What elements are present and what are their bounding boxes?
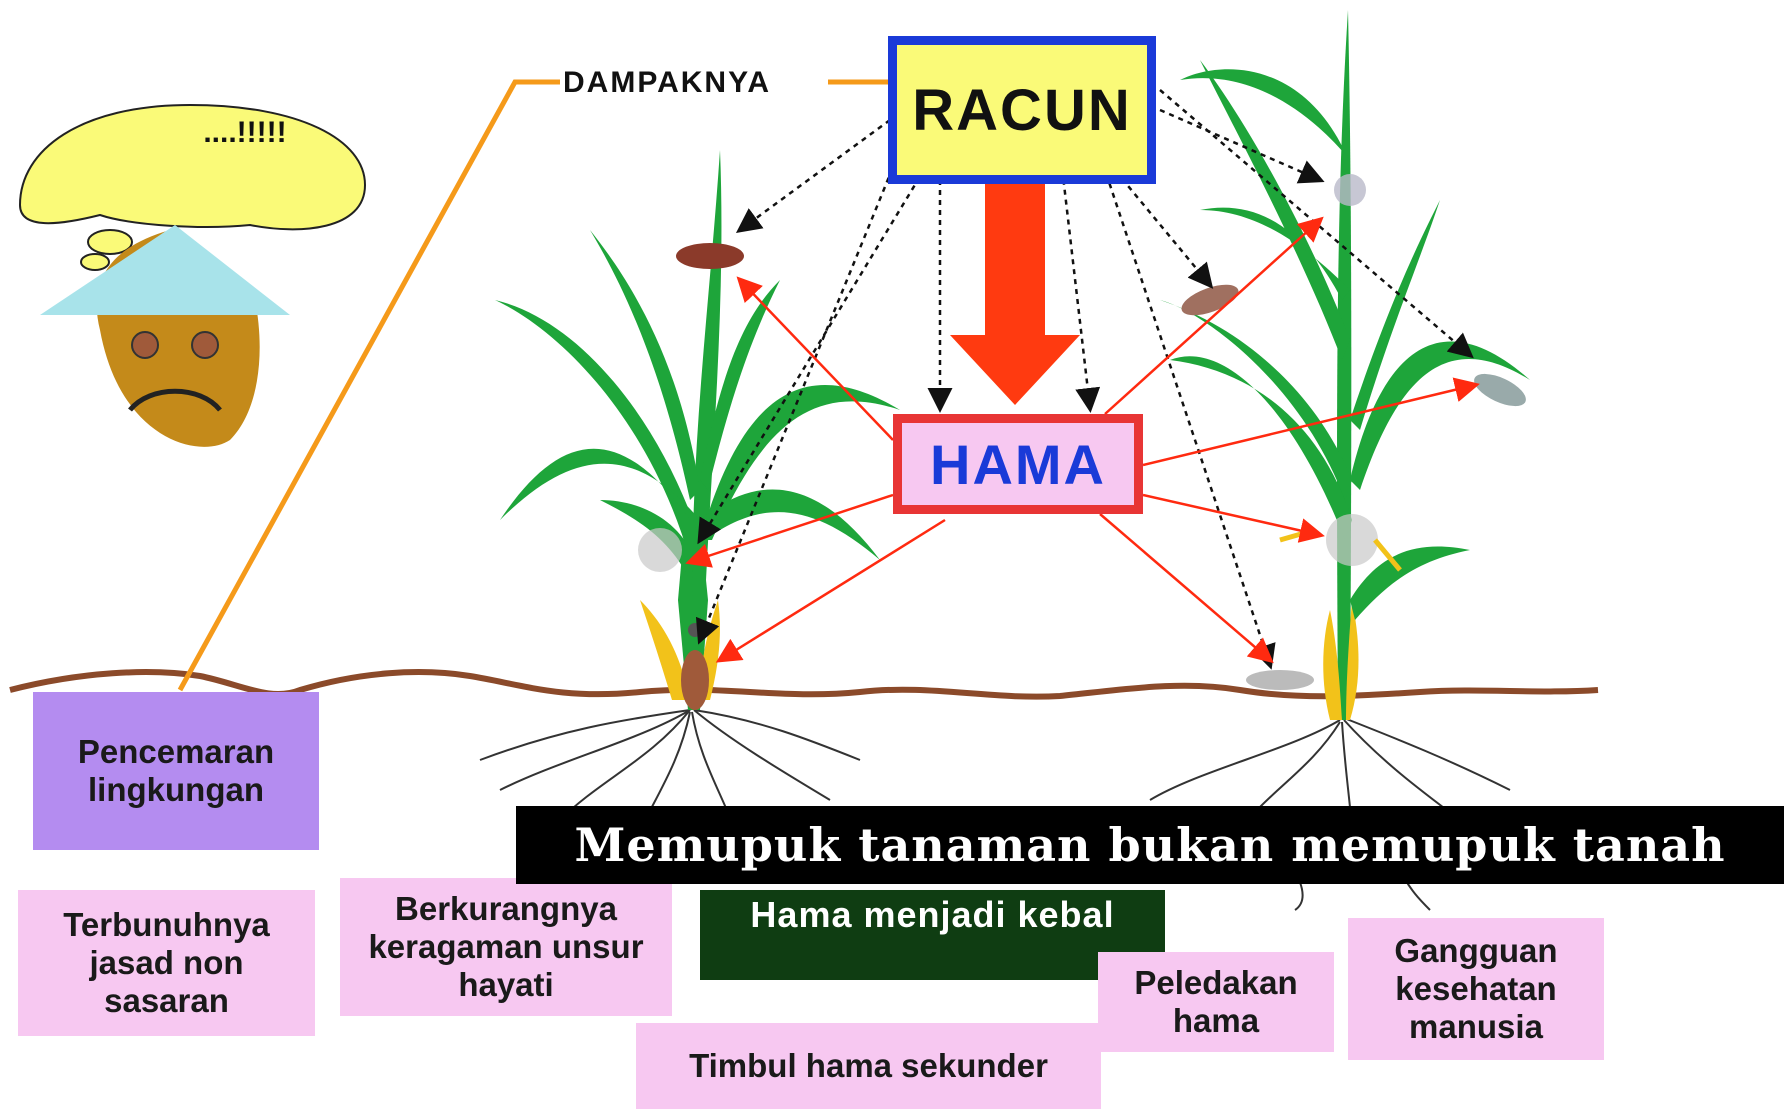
effect-berkurangnya-keragaman: Berkurangnya keragaman unsur hayati	[340, 878, 672, 1016]
effect-gangguan-kesehatan: Gangguan kesehatan manusia	[1348, 918, 1604, 1060]
rice-plant-left	[495, 150, 900, 710]
dampaknya-label: DAMPAKNYA	[563, 66, 771, 100]
effect-peledakan-hama: Peledakan hama	[1098, 952, 1334, 1052]
farmer-figure	[20, 105, 365, 447]
effect-hama-menjadi-kebal: Hama menjadi kebal	[700, 890, 1165, 980]
big-arrow-racun-to-hama	[950, 145, 1080, 405]
effect-pencemaran-lingkungan: Pencemaran lingkungan	[33, 692, 319, 850]
effect-timbul-hama-sekunder: Timbul hama sekunder	[636, 1023, 1101, 1109]
racun-box: RACUN	[888, 36, 1156, 184]
effect-terbunuhnya-jasad: Terbunuhnya jasad non sasaran	[18, 890, 315, 1036]
hama-box: HAMA	[893, 414, 1143, 514]
thought-bubble-text: ....!!!!!	[160, 116, 330, 150]
banner-memupuk: Memupuk tanaman bukan memupuk tanah	[516, 806, 1784, 884]
